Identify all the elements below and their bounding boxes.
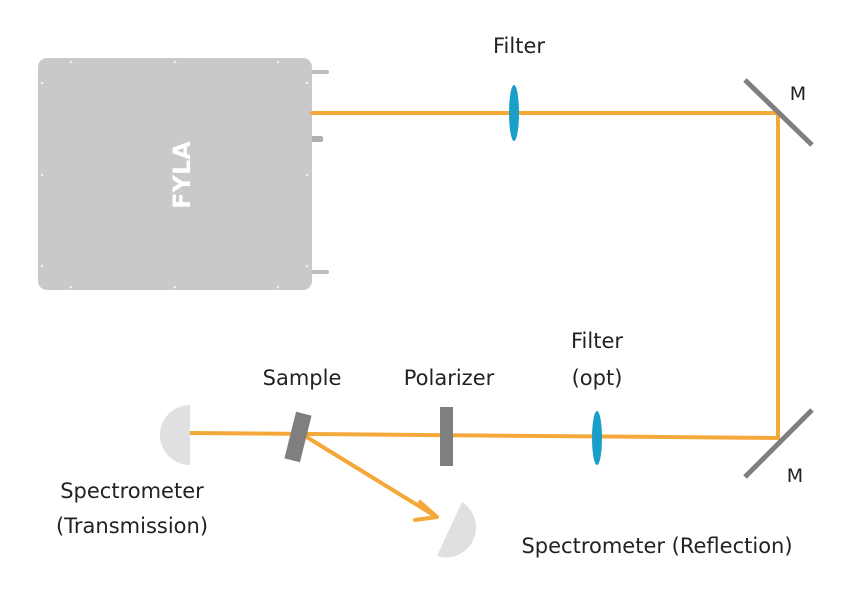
label-spectrometer-transmission-1: Spectrometer bbox=[60, 479, 204, 503]
label-filter-opt-1: Filter bbox=[571, 329, 623, 353]
spectrometer-reflection bbox=[437, 502, 477, 558]
filter-opt-lens bbox=[592, 411, 602, 465]
label-mirror-top: M bbox=[790, 83, 806, 105]
label-polarizer: Polarizer bbox=[404, 366, 495, 390]
label-spectrometer-reflection: Spectrometer (Reflection) bbox=[521, 534, 792, 558]
label-sample: Sample bbox=[263, 366, 342, 390]
label-mirror-bottom: M bbox=[787, 465, 803, 487]
polarizer bbox=[440, 407, 453, 466]
filter-lens bbox=[509, 85, 519, 141]
spectrometer-transmission bbox=[160, 405, 190, 465]
mirror-bottom bbox=[743, 408, 814, 479]
label-filter: Filter bbox=[493, 34, 545, 58]
laser-source: FYLA bbox=[38, 58, 329, 290]
laser-logo: FYLA bbox=[168, 141, 196, 209]
sample bbox=[284, 411, 312, 463]
laser-beam bbox=[188, 111, 780, 522]
mirror-top bbox=[743, 78, 814, 147]
label-filter-opt-2: (opt) bbox=[572, 366, 623, 390]
label-spectrometer-transmission-2: (Transmission) bbox=[56, 514, 208, 538]
